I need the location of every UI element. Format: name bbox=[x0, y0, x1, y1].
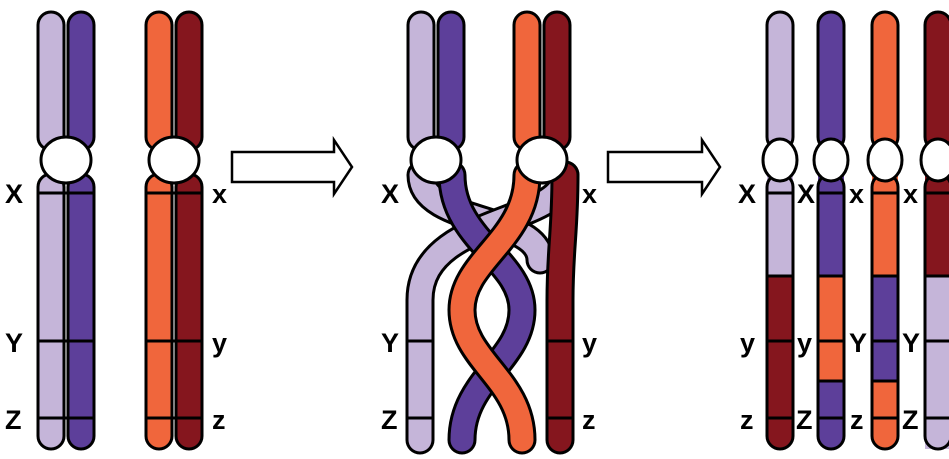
chromatid-a2-upper bbox=[66, 10, 96, 152]
arrow-right-icon bbox=[230, 135, 354, 199]
centromere bbox=[147, 135, 201, 185]
allele-label: x bbox=[903, 179, 918, 209]
allele-label: X bbox=[738, 179, 756, 209]
chromatid-a1-upper bbox=[36, 10, 66, 152]
chromatid-1 bbox=[761, 10, 799, 451]
chromatid-b2-lower bbox=[174, 172, 204, 451]
chromatid-b1-upper bbox=[144, 10, 174, 152]
segment-maroon bbox=[767, 276, 793, 449]
allele-label: y bbox=[797, 328, 812, 358]
segment-maroon bbox=[925, 174, 949, 276]
chromosome-b bbox=[144, 10, 204, 451]
chromatid-a1-lower bbox=[36, 172, 66, 451]
allele-label: Y bbox=[902, 328, 920, 358]
allele-label: y bbox=[740, 328, 755, 358]
allele-label-Z: Z bbox=[381, 405, 398, 435]
centromere bbox=[866, 137, 904, 183]
allele-label-X: X bbox=[381, 179, 399, 209]
centromere bbox=[39, 135, 93, 185]
allele-label: z bbox=[740, 405, 754, 435]
allele-label-Z: Z bbox=[5, 405, 22, 435]
chromatid-orange-upper bbox=[512, 10, 542, 152]
segment-purple-lower bbox=[818, 381, 844, 449]
segment-orange-lower bbox=[872, 381, 898, 449]
stage-3-recombinant-chromatids: X X x x y y Y Y z Z z Z bbox=[738, 10, 949, 451]
chromosome-a bbox=[36, 10, 96, 451]
centromere-right bbox=[515, 135, 569, 185]
segment-orange bbox=[818, 276, 844, 381]
centromere bbox=[761, 137, 799, 183]
segment-lilac bbox=[925, 276, 949, 449]
allele-label-X: X bbox=[5, 179, 23, 209]
arrow-right-icon bbox=[606, 135, 722, 199]
chromatid-orange-cross-fill bbox=[450, 163, 539, 452]
chromatid-outer-right-fill bbox=[548, 163, 577, 452]
chromatid-purple-upper bbox=[436, 10, 466, 152]
allele-label: Y bbox=[849, 328, 867, 358]
segment-purple bbox=[818, 174, 844, 276]
allele-label-y: y bbox=[582, 328, 597, 358]
chromatid-a2-lower bbox=[66, 172, 96, 451]
allele-label: Z bbox=[902, 405, 919, 435]
chromatid-4 bbox=[919, 10, 949, 451]
centromere-left bbox=[409, 135, 463, 185]
chromatid-lilac-upper bbox=[406, 10, 436, 152]
chromatid-maroon-upper bbox=[542, 10, 572, 152]
chromatid-b1-lower bbox=[144, 172, 174, 451]
allele-label: z bbox=[850, 405, 864, 435]
upper-arm bbox=[870, 10, 900, 152]
allele-label-z: z bbox=[212, 405, 226, 435]
segment-purple bbox=[872, 276, 898, 381]
allele-label: x bbox=[849, 179, 864, 209]
upper-arm bbox=[923, 10, 949, 152]
chromatid-purple-cross-fill bbox=[440, 163, 534, 452]
chromatid-b2-upper bbox=[174, 10, 204, 152]
chromatid-2 bbox=[812, 10, 850, 451]
allele-label: Z bbox=[796, 405, 813, 435]
allele-label-x: x bbox=[582, 179, 597, 209]
allele-label-y: y bbox=[212, 328, 227, 358]
segment-lilac bbox=[767, 174, 793, 276]
chromatid-3 bbox=[866, 10, 904, 451]
allele-label: X bbox=[797, 179, 815, 209]
upper-arm bbox=[816, 10, 846, 152]
allele-label-Y: Y bbox=[5, 328, 23, 358]
centromere bbox=[812, 137, 850, 183]
allele-label-x: x bbox=[212, 179, 227, 209]
stage-1-homologous-pair: X Y Z x y z bbox=[5, 10, 227, 451]
centromere bbox=[919, 137, 949, 183]
segment-orange bbox=[872, 174, 898, 276]
upper-arm bbox=[765, 10, 795, 152]
allele-label-z: z bbox=[582, 405, 596, 435]
stage-2-crossing-over: X Y Z x y z bbox=[381, 10, 597, 455]
allele-label-Y: Y bbox=[381, 328, 399, 358]
